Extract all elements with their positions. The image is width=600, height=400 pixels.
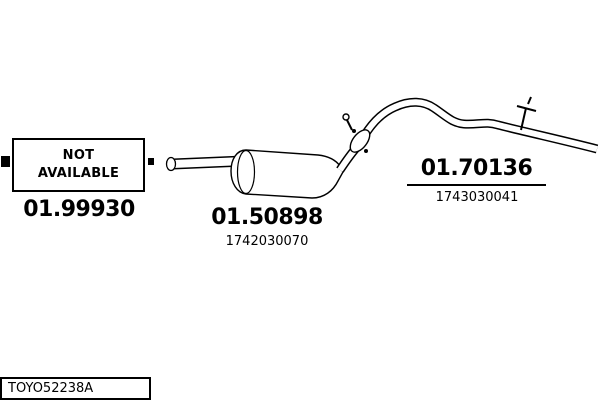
flange-icon [342, 113, 371, 153]
diagram-code: TOYO52238A [8, 381, 94, 396]
not-available-box: NOT AVAILABLE [12, 138, 145, 192]
inlet-opening [165, 156, 177, 172]
muffler-drawing [230, 149, 344, 199]
oe-ref-middle-silencer: 1742030070 [225, 234, 309, 249]
inlet-clamp [148, 158, 154, 165]
part-code-front-section: 01.99930 [23, 197, 135, 222]
muffler-endcap [236, 149, 256, 195]
not-available-line2: AVAILABLE [37, 166, 120, 181]
oe-ref-rear-tailpipe: 1743030041 [435, 190, 519, 205]
left-edge-marker [1, 156, 10, 167]
part-code-middle-silencer: 01.50898 [211, 205, 323, 230]
not-available-line1: NOT [62, 147, 95, 163]
hanger-icon [516, 96, 537, 131]
part-code-rear-tailpipe: 01.70136 [407, 156, 546, 186]
tailpipe-drawing [359, 97, 599, 154]
diagram-code-box: TOYO52238A [0, 377, 151, 400]
